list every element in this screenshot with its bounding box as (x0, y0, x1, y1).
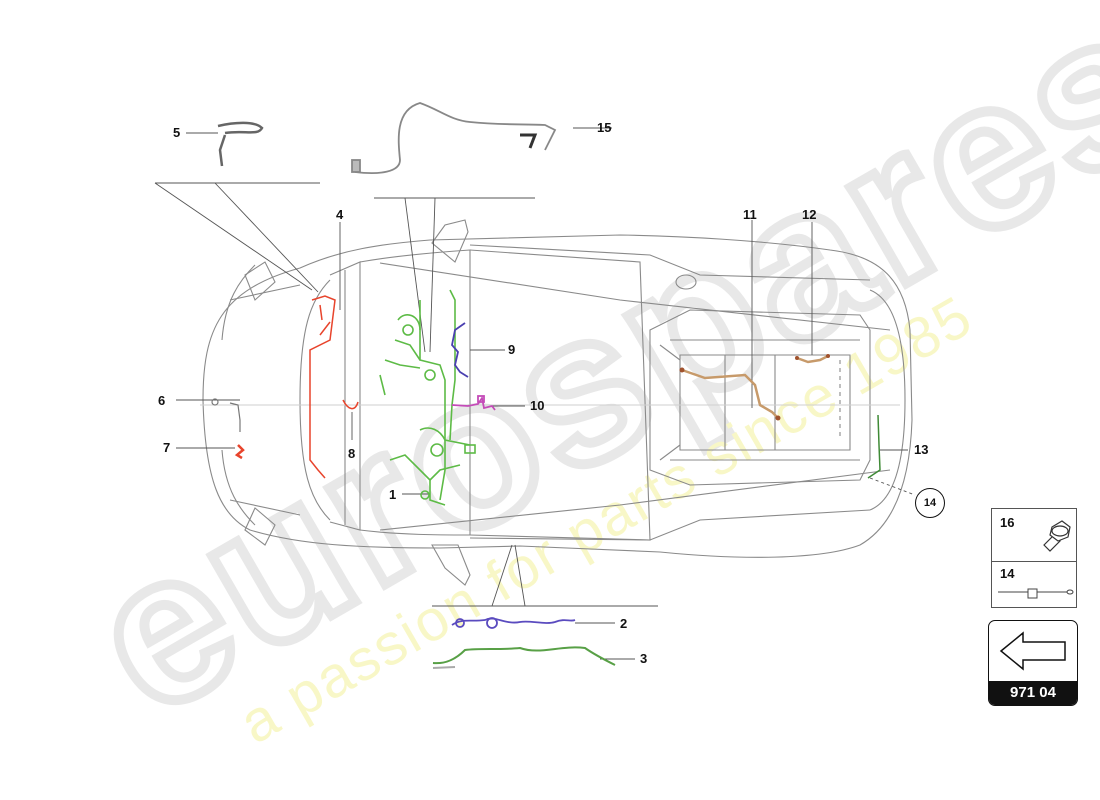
callout-10[interactable]: 10 (530, 398, 545, 413)
callout-1[interactable]: 1 (389, 487, 397, 502)
legend-item-bolt[interactable]: 16 (992, 509, 1076, 561)
legend-box: 16 14 (991, 508, 1077, 608)
legend-number: 16 (1000, 515, 1015, 530)
callout-3[interactable]: 3 (640, 651, 648, 666)
arrow-left-icon (999, 631, 1066, 671)
previous-page-button[interactable]: 971 04 (988, 620, 1078, 706)
callout-13[interactable]: 13 (914, 442, 929, 457)
cable-clip-icon (998, 588, 1074, 599)
callout-12[interactable]: 12 (802, 207, 817, 222)
legend-number: 14 (1000, 566, 1015, 581)
bolt-icon (1043, 520, 1071, 552)
legend-divider (992, 561, 1076, 562)
callout-4[interactable]: 4 (336, 207, 344, 222)
callout-8[interactable]: 8 (348, 446, 356, 461)
callout-5[interactable]: 5 (173, 125, 181, 140)
callout-6[interactable]: 6 (158, 393, 166, 408)
callout-11[interactable]: 11 (743, 207, 757, 222)
callout-14-circle[interactable]: 14 (915, 488, 945, 518)
callout-9[interactable]: 9 (508, 342, 516, 357)
legend-item-clip[interactable]: 14 (992, 562, 1076, 607)
callout-14-label: 14 (923, 497, 937, 509)
callout-7[interactable]: 7 (163, 440, 171, 455)
callout-2[interactable]: 2 (620, 616, 628, 631)
callout-15[interactable]: 15 (597, 120, 612, 135)
page-reference-label: 971 04 (989, 681, 1077, 705)
